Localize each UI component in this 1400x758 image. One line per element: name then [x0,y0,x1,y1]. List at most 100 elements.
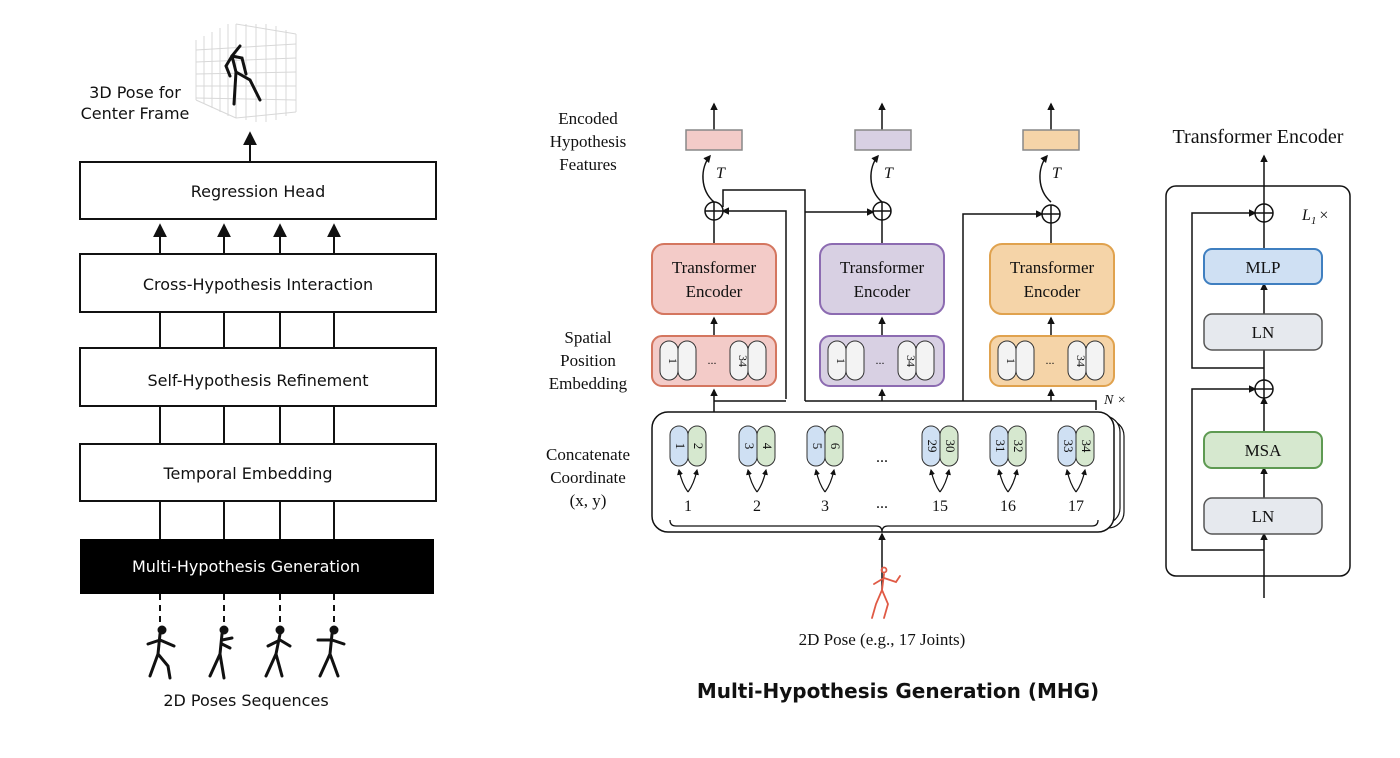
pill-y-4 [756,425,776,467]
embedding-pink: 1 ... 34 [651,335,777,387]
temporal-embedding-box [79,443,437,502]
3d-pose-figure-icon [224,44,262,106]
msa-box [1203,431,1323,469]
left-panel: 3D Pose for Center Frame Regression Head… [79,23,437,710]
pill-y-34 [1075,425,1095,467]
n-times-label: N × [1103,393,1126,408]
concat-to-embedding-lines [710,388,1055,414]
ln-label-bottom: LN [1252,507,1275,526]
joint-arrow-3-y [824,468,836,493]
feature-box-purple [854,129,912,151]
concat-block [651,411,1115,533]
encoder-purple-line2: Encoder [854,282,911,301]
middle-input-label: 2D Pose (e.g., 17 Joints) [799,630,966,649]
add-node-crosses [705,202,1060,223]
add-node-top-cross [1255,204,1273,222]
encoder-orange-line1: Transformer [1010,258,1095,277]
ln-label-top: LN [1252,323,1275,342]
residual-lines [713,189,1097,410]
encoder-orange-line2: Encoder [1024,282,1081,301]
joint-number-15: 15 [932,498,948,515]
spatial-label-line1: Spatial [564,328,611,347]
cross-to-regression-arrows [153,223,341,254]
joint-number-2: 2 [753,498,761,515]
right-residual-lines [1191,209,1268,598]
joint-arrow-1-y [687,468,699,493]
pose-figure-2-icon [208,625,234,680]
input-dashed-lines [159,594,335,625]
embedding-orange: 1 ... 34 [989,335,1115,387]
emb-orange-dots: ... [1046,353,1055,367]
feature-box-orange [1022,129,1080,151]
joint-arrow-17-y [1075,468,1087,493]
pill-label-4: 4 [760,443,775,450]
encoded-label-line1: Encoded [558,109,618,128]
mhg-to-temporal-lines [159,501,335,539]
emb-purple-first: 1 [834,358,848,364]
joint-arrow-1-x [677,468,689,493]
pill-label-32: 32 [1011,440,1026,453]
t-label-3: T [1052,165,1062,182]
mlp-label: MLP [1246,258,1281,277]
joint-arrow-2-y [756,468,768,493]
temporal-to-self-lines [159,406,335,444]
joint-number-16: 16 [1000,498,1016,515]
self-hypothesis-box [79,347,437,407]
encoder-pink-line2: Encoder [686,282,743,301]
cross-hypothesis-label: Cross-Hypothesis Interaction [143,275,373,294]
transformer-encoder-title: Transformer Encoder [1173,126,1344,148]
encoded-label-line2: Hypothesis [550,132,627,151]
mlp-box [1203,248,1323,285]
pill-label-29: 29 [925,440,940,453]
emb-purple-last: 34 [904,355,918,367]
output-arrows [710,102,1055,130]
temporal-embedding-label: Temporal Embedding [162,464,332,483]
spatial-label-line2: Position [560,351,616,370]
t-label-1: T [716,165,726,182]
encoder-pink-line1: Transformer [672,258,757,277]
joint-arrow-2-x [746,468,758,493]
embedding-to-encoder-arrows [710,316,1055,336]
add-node-mid-cross [1255,380,1273,398]
joint-arrow-15-y [939,468,951,493]
pill-label-1: 1 [673,443,688,450]
joint-number-1: 1 [684,498,692,515]
self-hypothesis-label: Self-Hypothesis Refinement [147,371,368,390]
joint-ellipsis: ... [876,495,888,512]
transpose-arrows [702,154,1052,203]
joints-brace [669,519,1099,533]
pose-figure-4-icon [316,625,346,678]
concat-label-line1: Concatenate [546,445,630,464]
joint-number-3: 3 [821,498,829,515]
msa-label: MSA [1245,441,1283,460]
encoder-box-pink [651,243,777,315]
encoder-box-orange [989,243,1115,315]
spatial-label-line3: Embedding [549,374,628,393]
ln-box-top [1203,313,1323,351]
pose-figure-3-icon [264,625,292,678]
red-pose-figure-icon [871,566,901,619]
pill-label-6: 6 [828,443,843,450]
feature-box-pink [685,129,743,151]
joint-arrow-17-x [1065,468,1077,493]
ln-box-bottom [1203,497,1323,535]
mhg-box [80,539,434,594]
emb-orange-last: 34 [1074,355,1088,367]
pill-label-31: 31 [993,440,1008,453]
regression-head-box [79,161,437,220]
emb-purple-dots: ... [876,353,885,367]
mhg-caption: Multi-Hypothesis Generation (MHG) [697,679,1099,703]
emb-pink-last: 34 [736,355,750,367]
pill-label-5: 5 [810,443,825,450]
emb-pink-dots: ... [708,353,717,367]
output-label-line2: Center Frame [81,104,190,123]
cross-hypothesis-box [79,253,437,313]
output-label-line1: 3D Pose for [89,83,181,102]
mhg-label: Multi-Hypothesis Generation [132,557,360,576]
pill-label-34: 34 [1079,440,1094,454]
joint-arrow-16-y [1007,468,1019,493]
joint-arrow-3-x [814,468,826,493]
pill-label-2: 2 [691,443,706,450]
